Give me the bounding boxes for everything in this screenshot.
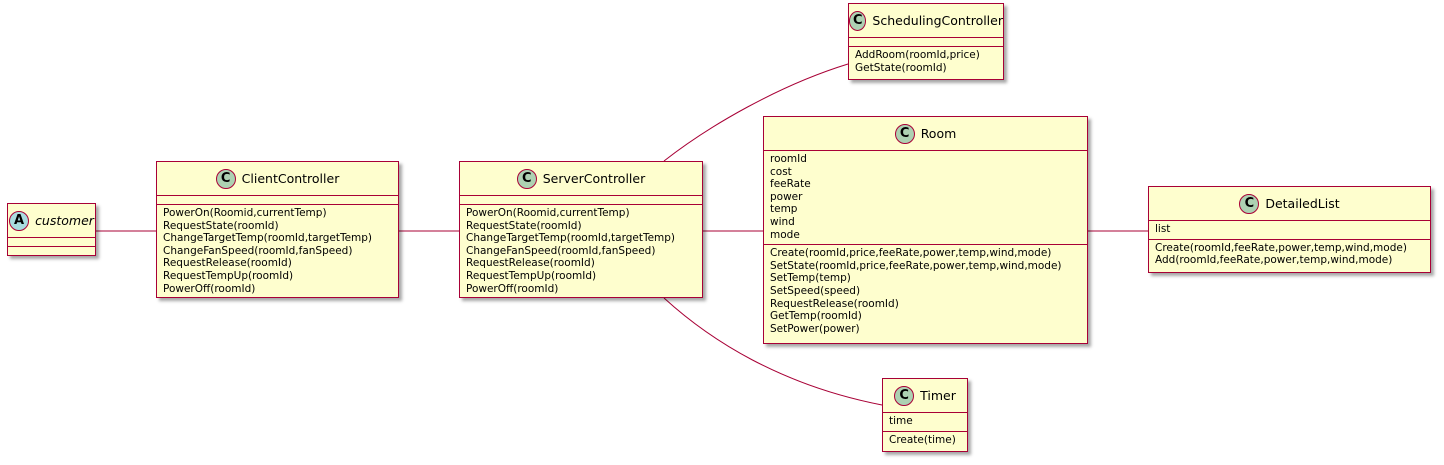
class-icon: C [516,168,537,189]
method: PowerOff(roomId) [466,282,559,295]
methods-section: AddRoom(roomId,price) GetState(roomId) [849,47,1003,77]
methods-section: Create(time) [883,432,967,450]
class-customer[interactable]: A customer [7,203,96,256]
attribute: roomId [770,153,807,165]
class-name: ClientController [241,171,340,186]
class-icon: C [1239,193,1260,214]
method: GetTemp(roomId) [770,310,862,323]
class-header: C DetailedList [1149,187,1430,221]
method: SetSpeed(speed) [770,284,861,297]
association-server-timer [663,297,883,406]
attributes-section: roomId cost feeRate power temp wind mode [764,151,1087,246]
class-icon: C [894,123,915,144]
attributes-section: list [1149,221,1430,240]
method: RequestTempUp(roomId) [163,269,294,282]
methods-section [8,247,95,256]
methods-section: PowerOn(Roomid,currentTemp) RequestState… [460,205,702,298]
class-header: A customer [8,204,95,238]
attribute: time [889,415,913,427]
method: ChangeFanSpeed(roomId,fanSpeed) [163,244,353,257]
method: Create(roomId,feeRate,power,temp,wind,mo… [1155,241,1407,254]
method: ChangeTargetTemp(roomId,targetTemp) [163,232,373,245]
method: GetState(roomId) [855,61,947,74]
class-name: Room [920,126,957,141]
method: PowerOn(Roomid,currentTemp) [163,207,327,219]
method: AddRoom(roomId,price) [855,49,980,61]
class-room[interactable]: C Room roomId cost feeRate power temp wi… [763,116,1088,344]
class-name: DetailedList [1265,196,1340,211]
class-icon: C [215,168,236,189]
abstract-class-icon: A [9,210,30,231]
attributes-section: time [883,413,967,432]
attributes-section [157,196,398,205]
attribute: mode [770,228,800,241]
class-scheduling-controller[interactable]: C SchedulingController AddRoom(roomId,pr… [848,3,1004,80]
class-timer[interactable]: C Timer time Create(time) [882,378,968,452]
class-server-controller[interactable]: C ServerController PowerOn(Roomid,curren… [459,161,703,298]
method: PowerOn(Roomid,currentTemp) [466,207,630,219]
methods-section: Create(roomId,feeRate,power,temp,wind,mo… [1149,240,1430,270]
method: RequestTempUp(roomId) [466,269,597,282]
attribute: cost [770,165,792,178]
attributes-section [849,38,1003,47]
attributes-section [8,238,95,247]
attributes-section [460,196,702,205]
class-name: SchedulingController [872,13,1003,28]
method: ChangeFanSpeed(roomId,fanSpeed) [466,244,656,257]
method: RequestState(roomId) [163,219,279,232]
method: SetState(roomId,price,feeRate,power,temp… [770,259,1062,272]
method: RequestRelease(roomId) [770,297,899,310]
method: PowerOff(roomId) [163,282,256,295]
method: SetPower(power) [770,322,860,335]
class-header: C SchedulingController [849,4,1003,38]
attribute: wind [770,215,795,228]
class-header: C Timer [883,379,967,413]
method: RequestRelease(roomId) [163,257,292,270]
method: Add(roomId,feeRate,power,temp,wind,mode) [1155,254,1393,267]
class-header: C ClientController [157,162,398,196]
class-icon: C [849,10,867,31]
class-header: C ServerController [460,162,702,196]
method: RequestState(roomId) [466,219,582,232]
attribute: list [1155,223,1171,235]
attribute: feeRate [770,178,811,191]
class-icon: C [894,385,915,406]
methods-section: Create(roomId,price,feeRate,power,temp,w… [764,245,1087,338]
class-name: Timer [920,388,956,403]
method: Create(roomId,price,feeRate,power,temp,w… [770,247,1052,260]
method: Create(time) [889,433,956,446]
class-name: ServerController [542,171,646,186]
attribute: power [770,190,803,203]
attribute: temp [770,203,798,216]
method: RequestRelease(roomId) [466,257,595,270]
class-header: C Room [764,117,1087,151]
class-detailed-list[interactable]: C DetailedList list Create(roomId,feeRat… [1148,186,1431,273]
class-name: customer [35,213,94,228]
method: ChangeTargetTemp(roomId,targetTemp) [466,232,676,245]
method: SetTemp(temp) [770,272,851,285]
methods-section: PowerOn(Roomid,currentTemp) RequestState… [157,205,398,298]
class-client-controller[interactable]: C ClientController PowerOn(Roomid,curren… [156,161,399,298]
association-server-scheduling [663,63,849,162]
